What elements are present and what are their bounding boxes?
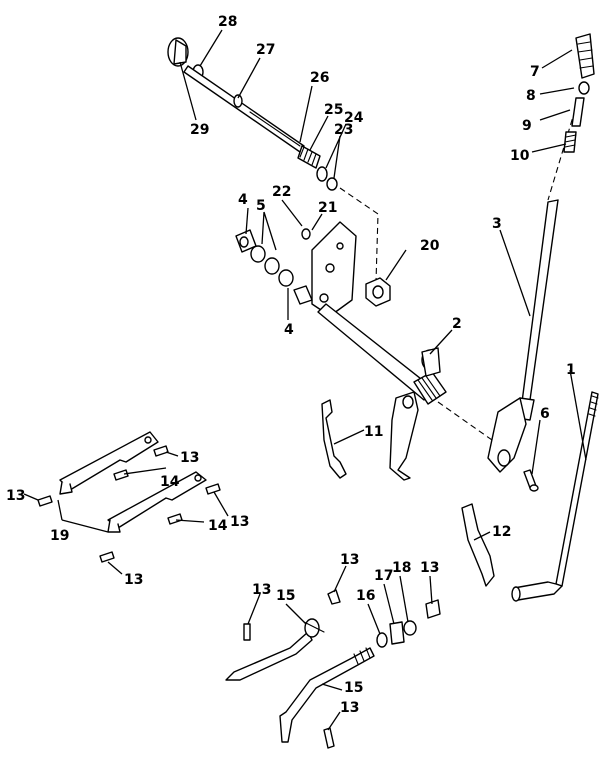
part-23-nut xyxy=(326,177,338,191)
part-14-pin-b xyxy=(167,513,183,525)
part-6-bolt xyxy=(523,469,539,492)
part-20-block xyxy=(365,277,391,307)
callout-13-a: 13 xyxy=(6,488,25,504)
callout-7: 7 xyxy=(530,64,540,80)
callout-19: 19 xyxy=(50,528,69,544)
callout-9: 9 xyxy=(522,118,532,134)
callout-18: 18 xyxy=(392,560,411,576)
callout-17: 17 xyxy=(374,568,393,584)
leader-lines xyxy=(23,29,587,731)
part-13-clip-g xyxy=(425,599,441,619)
part-15-rod-upper xyxy=(225,618,325,681)
callout-24: 24 xyxy=(344,110,364,126)
part-10-spring xyxy=(563,131,577,153)
part-13-clip-b xyxy=(153,445,169,457)
callout-13-h: 13 xyxy=(340,700,359,716)
callout-16: 16 xyxy=(356,588,375,604)
part-14-pin-a xyxy=(113,469,129,481)
callout-22: 22 xyxy=(272,184,291,200)
callout-10: 10 xyxy=(510,148,530,164)
part-24-washer xyxy=(316,166,328,182)
callout-5: 5 xyxy=(256,198,266,214)
part-13-clip-a xyxy=(37,495,53,507)
callout-4-upper: 4 xyxy=(238,192,248,208)
part-19-straps xyxy=(59,431,207,533)
part-13-clip-e xyxy=(243,623,251,641)
part-25-spring xyxy=(297,145,321,169)
part-13-clip-d xyxy=(99,551,115,563)
callout-13-g: 13 xyxy=(420,560,439,576)
callout-23: 23 xyxy=(334,122,353,138)
callout-4-lower: 4 xyxy=(284,322,294,338)
part-7-grip xyxy=(575,33,595,79)
callout-13-d: 13 xyxy=(124,572,143,588)
part-9-pin xyxy=(571,97,585,127)
callout-29: 29 xyxy=(190,122,209,138)
part-13-clip-f xyxy=(327,589,341,605)
part-2-shaft xyxy=(317,303,447,481)
callout-8: 8 xyxy=(526,88,536,104)
callout-13-f: 13 xyxy=(340,552,359,568)
callout-2: 2 xyxy=(452,316,462,332)
part-16-washer xyxy=(376,632,388,648)
part-15-rod-lower xyxy=(279,647,375,743)
callout-13-e: 13 xyxy=(252,582,271,598)
callout-27: 27 xyxy=(256,42,275,58)
part-12-link xyxy=(461,503,495,587)
callout-26: 26 xyxy=(310,70,329,86)
callout-28: 28 xyxy=(218,14,237,30)
part-5-washers xyxy=(250,245,294,287)
alignment-line-lever-top xyxy=(547,99,579,201)
callout-25: 25 xyxy=(324,102,343,118)
callout-13-b: 13 xyxy=(180,450,199,466)
callout-21: 21 xyxy=(318,200,337,216)
callout-14-a: 14 xyxy=(160,474,180,490)
part-3-lift-lever xyxy=(487,199,559,473)
part-1-rod xyxy=(511,391,599,602)
callout-20: 20 xyxy=(420,238,440,254)
part-17-spring xyxy=(389,621,405,645)
pivot-bracket xyxy=(311,221,357,317)
callout-3: 3 xyxy=(492,216,502,232)
callout-6: 6 xyxy=(540,406,550,422)
alignment-line-adjuster xyxy=(339,187,379,283)
part-27-adjusting-rod xyxy=(183,65,305,153)
part-4-bushing-lower xyxy=(293,285,313,305)
part-11-link xyxy=(321,399,347,479)
part-21-clip xyxy=(301,228,311,240)
part-4-bushing-upper xyxy=(235,229,257,253)
part-13-clip-c xyxy=(205,483,221,495)
callout-15-lower: 15 xyxy=(344,680,363,696)
callout-13-c: 13 xyxy=(230,514,249,530)
callout-14-b: 14 xyxy=(208,518,228,534)
part-18-nut xyxy=(403,620,417,636)
callout-11: 11 xyxy=(364,424,383,440)
part-29-knob xyxy=(167,37,189,67)
callout-15-upper: 15 xyxy=(276,588,295,604)
part-13-clip-h xyxy=(323,727,335,749)
alignment-line-shaft xyxy=(437,401,493,441)
callout-12: 12 xyxy=(492,524,511,540)
part-8-washer xyxy=(578,81,590,95)
callout-1: 1 xyxy=(566,362,576,378)
